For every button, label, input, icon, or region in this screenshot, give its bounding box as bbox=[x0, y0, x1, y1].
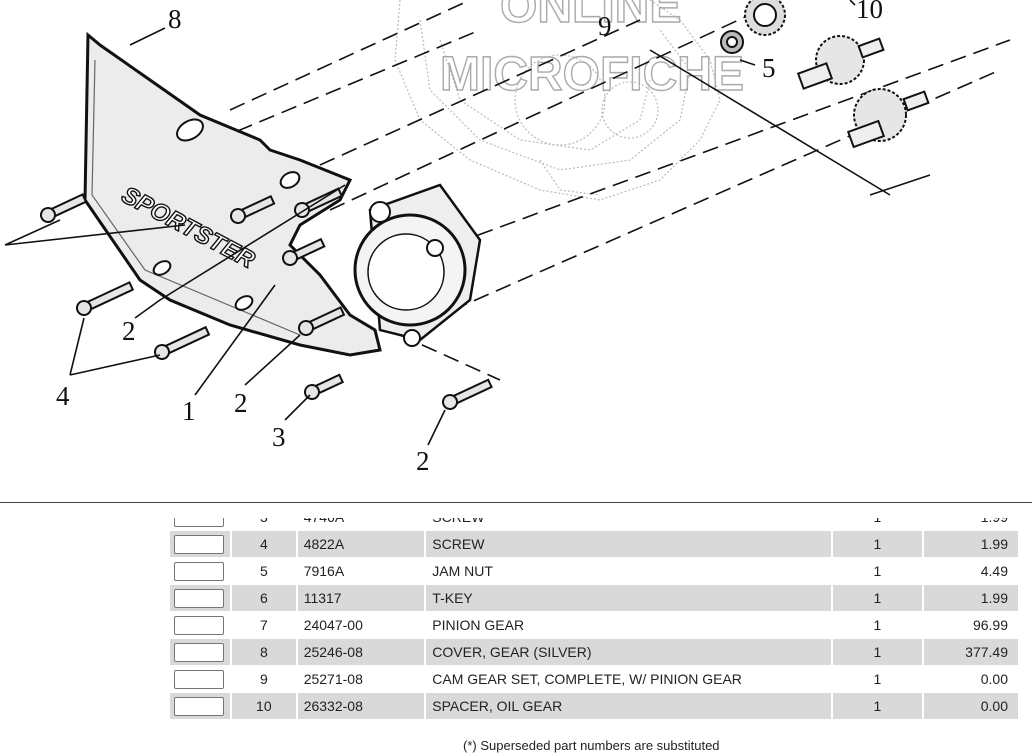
callout-3: 3 bbox=[272, 422, 286, 452]
part-quantity: 1 bbox=[832, 666, 925, 693]
quantity-input[interactable] bbox=[174, 588, 224, 608]
part-price: 0.00 bbox=[924, 666, 1020, 693]
callout-leaders bbox=[4, 0, 856, 446]
leader-line bbox=[649, 49, 891, 196]
table-row: 6 11317 T-KEY 1 1.99 bbox=[170, 585, 1020, 612]
item-number: 8 bbox=[231, 639, 298, 666]
part-description: PINION GEAR bbox=[426, 612, 833, 639]
part-quantity: 1 bbox=[832, 639, 925, 666]
engine-case-sketch bbox=[394, 0, 721, 201]
parts-table: 3 4746A SCREW 1 1.99 4 4822A SCREW 1 1.9… bbox=[170, 518, 1020, 720]
part-description: JAM NUT bbox=[426, 558, 833, 585]
part-quantity: 1 bbox=[832, 531, 925, 558]
part-description: SCREW bbox=[426, 531, 833, 558]
item-number: 10 bbox=[231, 693, 298, 720]
part-number: 25271-08 bbox=[297, 666, 427, 693]
part-price: 0.00 bbox=[924, 693, 1020, 720]
part-number: 7916A bbox=[297, 558, 427, 585]
item-number: 3 bbox=[231, 518, 298, 531]
part-number: 24047-00 bbox=[297, 612, 427, 639]
callout-2: 2 bbox=[122, 316, 136, 346]
part-price: 1.99 bbox=[924, 585, 1020, 612]
part-description: SCREW bbox=[426, 518, 833, 531]
part-description: SPACER, OIL GEAR bbox=[426, 693, 833, 720]
part-description: T-KEY bbox=[426, 585, 833, 612]
item-number: 7 bbox=[231, 612, 298, 639]
part-number: 26332-08 bbox=[297, 693, 427, 720]
callout-9: 9 bbox=[598, 11, 612, 41]
table-row: 3 4746A SCREW 1 1.99 bbox=[170, 518, 1020, 531]
callout-2: 2 bbox=[416, 446, 430, 476]
part-quantity: 1 bbox=[832, 612, 925, 639]
part-price: 1.99 bbox=[924, 518, 1020, 531]
leader-line bbox=[869, 174, 931, 196]
parts-diagram: ONLINE MICROFICHE SPORTSTER bbox=[4, 0, 1011, 476]
table-row: 10 26332-08 SPACER, OIL GEAR 1 0.00 bbox=[170, 693, 1020, 720]
part-price: 4.49 bbox=[924, 558, 1020, 585]
quantity-input[interactable] bbox=[174, 642, 224, 662]
part-price: 96.99 bbox=[924, 612, 1020, 639]
part-quantity: 1 bbox=[832, 518, 925, 531]
table-row: 9 25271-08 CAM GEAR SET, COMPLETE, W/ PI… bbox=[170, 666, 1020, 693]
gears bbox=[720, 0, 930, 149]
item-number: 9 bbox=[231, 666, 298, 693]
quantity-input[interactable] bbox=[174, 615, 224, 635]
item-number: 5 bbox=[231, 558, 298, 585]
part-quantity: 1 bbox=[832, 585, 925, 612]
item-number: 4 bbox=[231, 531, 298, 558]
quantity-input[interactable] bbox=[174, 669, 224, 689]
table-row: 8 25246-08 COVER, GEAR (SILVER) 1 377.49 bbox=[170, 639, 1020, 666]
table-row: 7 24047-00 PINION GEAR 1 96.99 bbox=[170, 612, 1020, 639]
superseded-footnote: (*) Superseded part numbers are substitu… bbox=[463, 738, 720, 753]
gear-cover: SPORTSTER bbox=[83, 31, 382, 357]
parts-list: 3 4746A SCREW 1 1.99 4 4822A SCREW 1 1.9… bbox=[170, 518, 1020, 736]
quantity-input[interactable] bbox=[174, 561, 224, 581]
watermark-line2: MICROFICHE bbox=[440, 48, 744, 101]
part-number: 25246-08 bbox=[297, 639, 427, 666]
callout-8: 8 bbox=[168, 4, 182, 34]
part-price: 377.49 bbox=[924, 639, 1020, 666]
callout-1: 1 bbox=[182, 396, 196, 426]
part-number: 11317 bbox=[297, 585, 427, 612]
table-row: 5 7916A JAM NUT 1 4.49 bbox=[170, 558, 1020, 585]
diagram-divider bbox=[0, 502, 1032, 503]
part-quantity: 1 bbox=[832, 558, 925, 585]
part-price: 1.99 bbox=[924, 531, 1020, 558]
callout-5: 5 bbox=[762, 53, 776, 83]
part-description: CAM GEAR SET, COMPLETE, W/ PINION GEAR bbox=[426, 666, 833, 693]
watermark-line1: ONLINE bbox=[500, 0, 681, 33]
part-number: 4746A bbox=[297, 518, 427, 531]
table-row: 4 4822A SCREW 1 1.99 bbox=[170, 531, 1020, 558]
part-number: 4822A bbox=[297, 531, 427, 558]
part-quantity: 1 bbox=[832, 693, 925, 720]
quantity-input[interactable] bbox=[174, 518, 224, 527]
exploded-view-illustration: ONLINE MICROFICHE SPORTSTER bbox=[4, 0, 1011, 476]
part-description: COVER, GEAR (SILVER) bbox=[426, 639, 833, 666]
callout-4: 4 bbox=[56, 381, 70, 411]
callout-2: 2 bbox=[234, 388, 248, 418]
round-timer-cover bbox=[353, 183, 482, 347]
quantity-input[interactable] bbox=[174, 534, 224, 554]
quantity-input[interactable] bbox=[174, 696, 224, 716]
callout-10: 10 bbox=[856, 0, 883, 24]
item-number: 6 bbox=[231, 585, 298, 612]
